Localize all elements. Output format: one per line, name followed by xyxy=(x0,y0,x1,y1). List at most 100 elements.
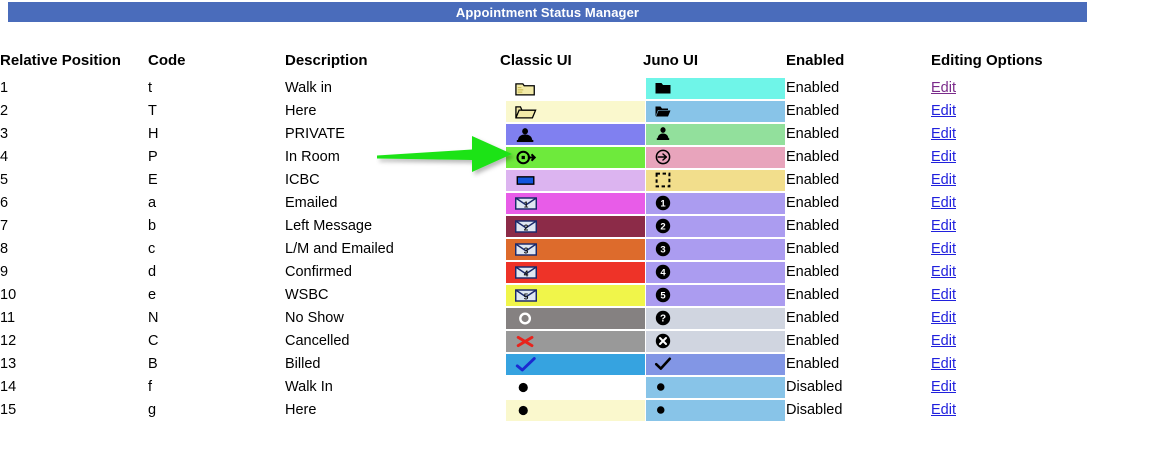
edit-link[interactable]: Edit xyxy=(931,194,956,211)
door-enter-icon xyxy=(516,150,537,165)
cell-relative-position: 12 xyxy=(0,332,17,349)
cell-enabled-status: Enabled xyxy=(786,286,840,303)
cell-code: B xyxy=(148,355,158,372)
juno-ui-color-swatch xyxy=(646,353,785,375)
edit-link[interactable]: Edit xyxy=(931,263,956,280)
edit-link[interactable]: Edit xyxy=(931,378,956,395)
juno-ui-color-swatch xyxy=(646,169,785,191)
table-header-row: Relative Position Code Description Class… xyxy=(0,52,1161,77)
edit-link[interactable]: Edit xyxy=(931,401,956,418)
juno-ui-color-swatch: 1 xyxy=(646,192,785,214)
edit-link[interactable]: Edit xyxy=(931,355,956,372)
column-header-code: Code xyxy=(148,52,186,69)
cell-classic-ui xyxy=(500,146,645,169)
classic-ui-color-swatch xyxy=(506,399,645,421)
classic-ui-color-swatch xyxy=(506,100,645,122)
table-header: Relative Position Code Description Class… xyxy=(0,52,1161,77)
table-row: 12 C Cancelled Enabled Edit xyxy=(0,330,1161,353)
cell-classic-ui: 1 xyxy=(500,192,645,215)
edit-link[interactable]: Edit xyxy=(931,332,956,349)
edit-link[interactable]: Edit xyxy=(931,125,956,142)
envelope-3-icon: 3 xyxy=(515,243,537,256)
cell-enabled-status: Enabled xyxy=(786,332,840,349)
edit-link[interactable]: Edit xyxy=(931,102,956,119)
cell-relative-position: 13 xyxy=(0,355,17,372)
cell-editing-options: Edit xyxy=(931,100,1161,123)
cell-juno-ui xyxy=(643,353,786,376)
cell-classic-ui xyxy=(500,376,645,399)
cell-classic-ui xyxy=(500,100,645,123)
edit-link[interactable]: Edit xyxy=(931,148,956,165)
cell-editing-options: Edit xyxy=(931,261,1161,284)
edit-link[interactable]: Edit xyxy=(931,217,956,234)
folder-solid-icon xyxy=(655,83,671,94)
cell-editing-options: Edit xyxy=(931,169,1161,192)
juno-ui-color-swatch xyxy=(646,330,785,352)
cell-description: WSBC xyxy=(285,286,329,303)
cell-classic-ui xyxy=(500,169,645,192)
cell-code: a xyxy=(148,194,157,211)
classic-ui-color-swatch: 4 xyxy=(506,261,645,283)
cell-description: Cancelled xyxy=(285,332,350,349)
cell-juno-ui: 1 xyxy=(643,192,786,215)
edit-link[interactable]: Edit xyxy=(931,171,956,188)
edit-link[interactable]: Edit xyxy=(931,286,956,303)
folder-closed-yellow-icon xyxy=(515,83,535,96)
cell-enabled-status: Disabled xyxy=(786,378,843,395)
juno-ui-color-swatch xyxy=(646,376,785,398)
classic-ui-color-swatch xyxy=(506,123,645,145)
black-dot-icon xyxy=(518,405,528,415)
edit-link[interactable]: Edit xyxy=(931,240,956,257)
cell-editing-options: Edit xyxy=(931,238,1161,261)
cell-classic-ui: 2 xyxy=(500,215,645,238)
classic-ui-color-swatch xyxy=(506,376,645,398)
folder-open-yellow-icon xyxy=(515,106,537,119)
blue-card-icon xyxy=(516,176,535,185)
juno-ui-color-swatch: 3 xyxy=(646,238,785,260)
cell-description: L/M and Emailed xyxy=(285,240,394,257)
cell-relative-position: 11 xyxy=(0,309,16,326)
cell-relative-position: 10 xyxy=(0,286,17,303)
cell-relative-position: 1 xyxy=(0,79,9,96)
cell-code: C xyxy=(148,332,159,349)
cell-enabled-status: Enabled xyxy=(786,148,840,165)
cell-relative-position: 15 xyxy=(0,401,17,418)
cell-editing-options: Edit xyxy=(931,77,1161,100)
cell-code: f xyxy=(148,378,153,395)
folder-open-solid-icon xyxy=(655,106,671,117)
cell-description: No Show xyxy=(285,309,344,326)
cell-code: b xyxy=(148,217,157,234)
svg-text:1: 1 xyxy=(524,200,529,209)
classic-ui-color-swatch: 5 xyxy=(506,284,645,306)
svg-text:?: ? xyxy=(660,314,666,325)
cell-description: Walk in xyxy=(285,79,332,96)
red-x-icon xyxy=(516,335,534,347)
cell-enabled-status: Enabled xyxy=(786,309,840,326)
cell-code: t xyxy=(148,79,153,96)
circle-number-5-icon: 5 xyxy=(655,288,671,303)
edit-link[interactable]: Edit xyxy=(931,309,956,326)
cell-relative-position: 2 xyxy=(0,102,9,119)
cell-relative-position: 6 xyxy=(0,194,9,211)
juno-ui-color-swatch: 5 xyxy=(646,284,785,306)
cell-juno-ui: 5 xyxy=(643,284,786,307)
cell-editing-options: Edit xyxy=(931,192,1161,215)
cell-enabled-status: Enabled xyxy=(786,125,840,142)
juno-ui-color-swatch xyxy=(646,399,785,421)
dashed-square-icon xyxy=(655,172,671,188)
cell-code: c xyxy=(148,240,156,257)
svg-text:4: 4 xyxy=(524,269,529,278)
cell-juno-ui: ? xyxy=(643,307,786,330)
cell-juno-ui: 4 xyxy=(643,261,786,284)
cell-classic-ui: 3 xyxy=(500,238,645,261)
classic-ui-color-swatch xyxy=(506,169,645,191)
edit-link[interactable]: Edit xyxy=(931,79,956,96)
envelope-4-icon: 4 xyxy=(515,266,537,279)
